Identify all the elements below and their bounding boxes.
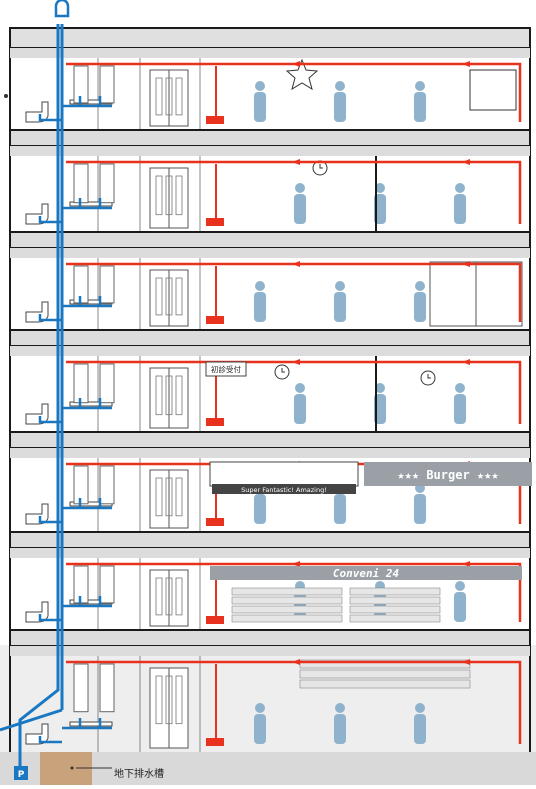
person-head	[335, 281, 345, 291]
drain-trap	[206, 116, 224, 124]
person-head	[455, 581, 465, 591]
drain-trap	[206, 738, 224, 746]
person-head	[415, 281, 425, 291]
person-head	[455, 383, 465, 393]
roof-vent-icon	[56, 0, 68, 16]
sink-counter	[70, 722, 112, 726]
person-body	[334, 292, 346, 322]
ceiling-strip	[10, 548, 530, 558]
store-shelf	[232, 615, 342, 622]
burger-sign: ★★★ Burger ★★★	[397, 468, 498, 482]
person-head	[295, 383, 305, 393]
tank-label: 地下排水槽	[114, 765, 164, 780]
flow-arrow-icon	[292, 61, 300, 67]
person-body	[254, 714, 266, 744]
person-head	[335, 703, 345, 713]
store-shelf	[350, 588, 440, 595]
flow-arrow-icon	[462, 359, 470, 365]
person-head	[335, 81, 345, 91]
ceiling-strip	[10, 646, 530, 656]
ceiling-strip	[10, 48, 530, 58]
store-shelf	[232, 606, 342, 613]
flow-arrow-icon	[292, 359, 300, 365]
pump-label: P	[18, 770, 25, 780]
person-head	[415, 81, 425, 91]
flow-arrow-icon	[462, 61, 470, 67]
person-body	[294, 394, 306, 424]
person-body	[414, 292, 426, 322]
mirror	[100, 266, 114, 303]
mirror	[100, 164, 114, 203]
store-shelf	[232, 597, 342, 604]
tank-dot	[71, 767, 74, 770]
bar-shelf	[300, 670, 470, 678]
person-head	[295, 183, 305, 193]
floor-slab	[10, 330, 530, 346]
floor-slab	[10, 130, 530, 146]
drain-trap	[206, 218, 224, 226]
flow-arrow-icon	[462, 159, 470, 165]
drain-trap	[206, 518, 224, 526]
burger-menu-text: Super Fantastic! Amazing!	[241, 486, 327, 494]
person-body	[254, 292, 266, 322]
person-head	[415, 703, 425, 713]
ceiling-strip	[10, 146, 530, 156]
drain-trap	[206, 616, 224, 624]
mirror	[74, 164, 88, 203]
drain-pipe	[66, 162, 520, 224]
ceiling-strip	[10, 346, 530, 356]
person-head	[255, 703, 265, 713]
floor-slab	[10, 532, 530, 548]
floor-slab	[10, 630, 530, 646]
drain-pipe	[66, 362, 520, 424]
person-body	[454, 592, 466, 622]
floor-7	[10, 48, 530, 146]
roof-slab	[10, 28, 530, 48]
mirror	[100, 364, 114, 403]
store-shelf	[232, 588, 342, 595]
reception-sign: 初診受付	[211, 364, 241, 374]
flow-arrow-icon	[292, 261, 300, 267]
person-head	[255, 281, 265, 291]
drain-trap	[206, 418, 224, 426]
person-body	[414, 714, 426, 744]
person-body	[414, 92, 426, 122]
person-head	[255, 81, 265, 91]
bar-shelf	[300, 680, 470, 688]
floor-slab	[10, 232, 530, 248]
store-shelf	[350, 606, 440, 613]
mirror	[100, 664, 114, 712]
drain-trap	[206, 316, 224, 324]
store-shelf	[350, 597, 440, 604]
person-body	[414, 494, 426, 524]
mirror	[74, 364, 88, 403]
side-marker	[4, 94, 8, 98]
person-body	[334, 494, 346, 524]
person-body	[254, 494, 266, 524]
floor-slab	[10, 432, 530, 448]
ceiling-strip	[10, 248, 530, 258]
flow-arrow-icon	[292, 159, 300, 165]
person-body	[294, 194, 306, 224]
convenience-sign: Conveni 24	[333, 567, 400, 580]
person-head	[455, 183, 465, 193]
mirror	[100, 66, 114, 103]
mirror	[74, 664, 88, 712]
piano-icon	[470, 70, 516, 110]
ceiling-strip	[10, 448, 530, 458]
person-body	[254, 92, 266, 122]
person-body	[334, 714, 346, 744]
mirror	[100, 466, 114, 504]
person-body	[454, 194, 466, 224]
mirror	[100, 566, 114, 603]
store-shelf	[350, 615, 440, 622]
person-body	[334, 92, 346, 122]
person-body	[454, 394, 466, 424]
